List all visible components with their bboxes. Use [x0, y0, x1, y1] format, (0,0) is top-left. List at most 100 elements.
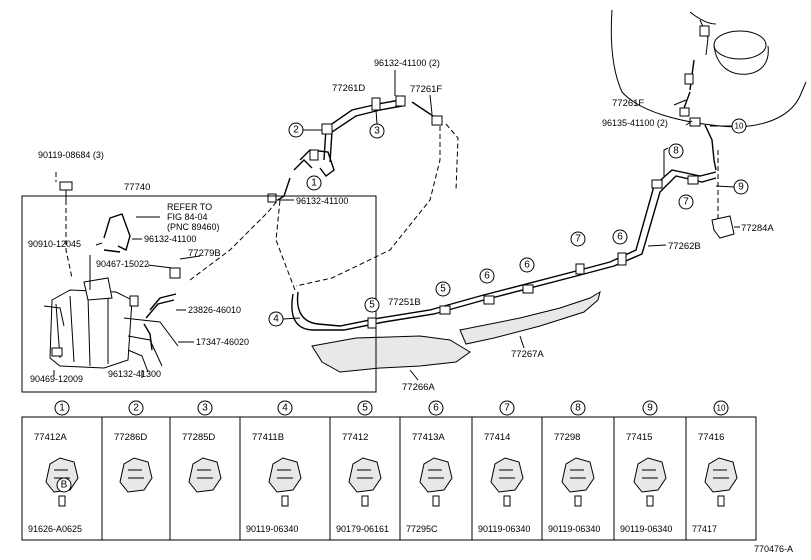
fuel-tank	[610, 9, 807, 171]
legend-cell-1: 1 77412A 91626-A0625 B	[28, 400, 82, 534]
legend-badge-letter: B	[61, 480, 68, 491]
svg-text:3: 3	[374, 126, 380, 137]
legend-callout-number: 4	[282, 403, 288, 414]
legend-clip-shape	[268, 457, 302, 493]
label-77261f-right: 77261F	[612, 98, 644, 109]
legend-bolt-icon	[646, 495, 654, 507]
legend-callout-circle	[642, 400, 658, 416]
label-77266a: 77266A	[402, 382, 435, 393]
legend-badge-circle	[56, 477, 72, 493]
svg-text:7: 7	[683, 197, 689, 208]
legend-callout-circle	[128, 400, 144, 416]
legend-clip-shape	[633, 457, 667, 493]
legend-clip-detail	[713, 469, 729, 479]
legend-bolt-number: 90119-06340	[548, 524, 600, 534]
label-90467-15022: 90467-15022	[96, 259, 149, 269]
legend-bolt-icon	[361, 495, 369, 507]
legend-part-number: 77411B	[252, 432, 284, 443]
legend-cell-3: 3 77285D	[182, 400, 222, 493]
svg-text:4: 4	[273, 314, 279, 325]
legend-part-number: 77413A	[412, 432, 445, 443]
legend-callout-number: 1	[59, 403, 65, 414]
legend-clip-detail	[499, 469, 515, 479]
label-96132-41100-2: 96132-41100 (2)	[374, 58, 440, 68]
label-96132-41100-box: 96132-41100	[144, 234, 196, 244]
svg-text:1: 1	[311, 178, 317, 189]
legend-callout-circle	[54, 400, 70, 416]
legend-bolt-icon	[432, 495, 440, 507]
legend-clip-shape	[419, 457, 453, 493]
svg-text:6: 6	[524, 260, 530, 271]
legend-clip-shape	[348, 457, 382, 493]
label-90910-12045: 90910-12045	[28, 239, 81, 249]
callout-10-tank-text: 10	[735, 122, 744, 131]
legend-callout-number: 6	[433, 403, 439, 414]
clip-90469	[51, 347, 63, 357]
legend-bolt-icon	[717, 495, 725, 507]
legend-clip-shape	[561, 457, 595, 493]
label-96132-41300: 96132-41300	[108, 369, 161, 379]
legend-part-number: 77285D	[182, 432, 215, 443]
legend-callout-number: 10	[717, 404, 726, 413]
legend-clip-detail	[357, 469, 373, 479]
legend-part-number: 77412A	[34, 432, 67, 443]
legend-part-number: 77412	[342, 432, 368, 443]
legend-callout-number: 3	[202, 403, 208, 414]
label-pnc-89460: (PNC 89460)	[167, 222, 220, 232]
label-fig-84-04: FIG 84-04	[167, 212, 208, 222]
footer-code: 770476-A	[754, 544, 793, 554]
svg-text:2: 2	[293, 125, 299, 136]
legend-clip-shape	[188, 457, 222, 493]
legend-part-number: 77414	[484, 432, 510, 443]
canister-box	[21, 195, 377, 393]
label-90469-12009: 90469-12009	[30, 374, 83, 384]
label-17347-46020: 17347-46020	[196, 337, 249, 347]
legend-bolt-number: 91626-A0625	[28, 524, 82, 534]
legend-clip-shape	[704, 457, 738, 493]
canister-hoses	[103, 199, 279, 351]
legend-frame	[21, 416, 757, 541]
legend-callout-circle	[428, 400, 444, 416]
legend-part-number: 77416	[698, 432, 724, 443]
label-96132-41100-mid: 96132-41100	[296, 196, 348, 206]
label-77740: 77740	[124, 182, 150, 193]
legend-callout-number: 5	[362, 403, 368, 414]
legend-clip-detail	[570, 469, 586, 479]
svg-text:6: 6	[617, 232, 623, 243]
legend-callout-circle	[499, 400, 515, 416]
bolt-90119-08684	[55, 172, 73, 279]
legend-clip-detail	[642, 469, 658, 479]
label-refer-to: REFER TO	[167, 202, 212, 212]
legend-bolt-number: 90119-06340	[620, 524, 672, 534]
svg-text:7: 7	[575, 234, 581, 245]
legend-bolt-icon	[281, 495, 289, 507]
leader-lines	[53, 216, 201, 378]
legend-callout-circle	[357, 400, 373, 416]
svg-text:8: 8	[673, 146, 679, 157]
label-90119-08684: 90119-08684 (3)	[38, 150, 104, 160]
protector-plates	[311, 290, 601, 373]
legend-bolt-icon	[58, 495, 66, 507]
diagram-callouts: 1 2 3 4 5 5 6 6 7 6 8 7 9	[268, 109, 749, 327]
label-23826-46010: 23826-46010	[188, 305, 241, 315]
label-77261d: 77261D	[332, 83, 365, 94]
line-clamps	[367, 175, 699, 329]
svg-text:6: 6	[484, 271, 490, 282]
charcoal-canister	[43, 267, 181, 373]
label-96135-41100-2: 96135-41100 (2)	[602, 118, 668, 128]
legend-callout-number: 8	[575, 403, 581, 414]
label-77251b: 77251B	[388, 297, 421, 308]
legend-clip-detail	[277, 469, 293, 479]
svg-text:5: 5	[440, 284, 446, 295]
legend-callout-circle	[197, 400, 213, 416]
legend-part-number: 77286D	[114, 432, 147, 443]
